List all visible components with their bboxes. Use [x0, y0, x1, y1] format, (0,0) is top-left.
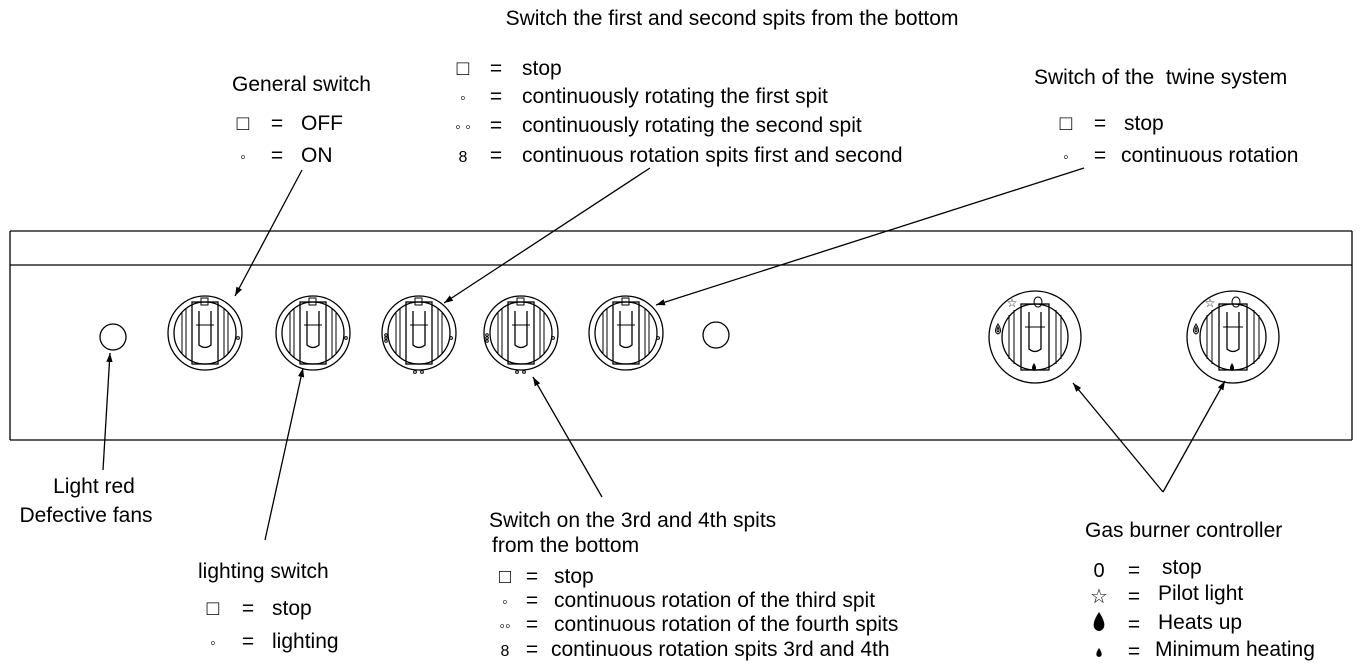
gas-burner-text-1: Pilot light: [1158, 582, 1243, 605]
gas-burner-sep-0: =: [1128, 559, 1140, 582]
spits-3-4-symbol-2: ◦◦: [499, 618, 510, 635]
spits-3-4-sep-3: =: [526, 638, 538, 661]
spits-1-2-symbol-2: ◦ ◦: [455, 119, 471, 136]
twine-system-sep-0: =: [1094, 112, 1106, 135]
spits-3-4-symbol-3: 8: [501, 643, 510, 660]
spits-1-2-sep-1: =: [490, 85, 502, 108]
lighting-switch-title: lighting switch: [198, 560, 329, 583]
general-switch-knob[interactable]: [167, 295, 243, 371]
spits-3-4-text-3: continuous rotation spits 3rd and 4th: [551, 638, 890, 661]
lighting-switch-symbol-0: □: [207, 597, 220, 620]
spits-3-4-text-2: continuous rotation of the fourth spits: [554, 613, 898, 636]
spits-3-4-symbol-0: □: [499, 566, 511, 588]
arrow-lighting-switch: [264, 367, 305, 541]
spits-1-2-symbol-0: □: [457, 57, 470, 80]
gas-burner-sep-3: =: [1128, 640, 1140, 663]
light-red-lamp: [99, 323, 127, 351]
twine-system-sep-1: =: [1094, 144, 1106, 167]
spits-3-4-title-line1: Switch on the 3rd and 4th spits: [489, 509, 776, 532]
lighting-switch-symbol-1: ◦: [210, 635, 216, 652]
spits-3-4-title-line2: from the bottom: [492, 534, 639, 557]
spits-1-2-symbol-1: ◦: [460, 90, 466, 107]
gas-burner-knob-left[interactable]: [988, 290, 1082, 384]
lighting-switch-sep-1: =: [242, 630, 254, 653]
twine-system-symbol-1: ◦: [1063, 149, 1069, 166]
gas-burner-sep-1: =: [1128, 585, 1140, 608]
spits-1-2-sep-3: =: [490, 144, 502, 167]
twine-system-title: Switch of the twine system: [1034, 66, 1287, 89]
indicator-lamp: [702, 321, 730, 349]
minimum-heating-drop-icon: [1096, 648, 1102, 657]
gas-burner-callout: Gas burner controller 0 = stop ☆ = Pilot…: [1085, 519, 1315, 663]
spits-3-4-sep-0: =: [526, 565, 538, 588]
arrow-gas-burner-right: [1162, 380, 1226, 493]
general-switch-title: General switch: [232, 73, 371, 96]
spits-1-2-switch-knob[interactable]: [381, 295, 457, 374]
general-switch-text-1: ON: [301, 144, 333, 167]
general-switch-symbol-0: □: [237, 112, 250, 135]
gas-burner-knob-right[interactable]: [1186, 290, 1280, 384]
spits-1-2-callout: Switch the first and second spits from t…: [455, 7, 958, 167]
lighting-switch-text-0: stop: [272, 597, 312, 620]
arrow-light-red: [102, 352, 113, 471]
spits-3-4-sep-1: =: [526, 589, 538, 612]
twine-system-symbol-0: □: [1060, 112, 1073, 135]
light-red-label: Light red: [53, 475, 135, 498]
spits-3-4-switch-knob[interactable]: [483, 295, 559, 374]
spits-1-2-title: Switch the first and second spits from t…: [506, 7, 959, 30]
gas-burner-text-3: Minimum heating: [1155, 638, 1315, 661]
light-red-callout: Light red Defective fans: [19, 475, 152, 527]
heats-up-drop-icon: [1093, 612, 1105, 631]
lighting-switch-knob[interactable]: [275, 295, 351, 371]
gas-burner-title: Gas burner controller: [1085, 519, 1282, 542]
spits-3-4-symbol-1: ◦: [502, 594, 508, 611]
gas-burner-sep-2: =: [1128, 613, 1140, 636]
general-switch-text-0: OFF: [301, 112, 343, 135]
lighting-switch-text-1: lighting: [272, 630, 339, 653]
twine-system-text-1: continuous rotation: [1121, 144, 1298, 167]
general-switch-sep-1: =: [271, 144, 283, 167]
spits-1-2-text-1: continuously rotating the first spit: [522, 85, 828, 108]
spits-3-4-text-0: stop: [554, 565, 594, 588]
general-switch-callout: General switch □ = OFF ◦ = ON: [232, 73, 371, 167]
twine-system-text-0: stop: [1124, 112, 1164, 135]
control-panel: [9, 230, 1353, 441]
lighting-switch-callout: lighting switch □ = stop ◦ = lighting: [198, 560, 339, 653]
twine-system-switch-knob[interactable]: [588, 295, 664, 371]
spits-3-4-text-1: continuous rotation of the third spit: [554, 589, 875, 612]
general-switch-symbol-1: ◦: [240, 149, 246, 166]
gas-burner-symbol-1: ☆: [1090, 586, 1108, 608]
spits-3-4-sep-2: =: [526, 613, 538, 636]
spits-1-2-text-2: continuously rotating the second spit: [522, 114, 862, 137]
defective-fans-label: Defective fans: [19, 504, 152, 527]
arrow-general-switch: [234, 169, 303, 297]
arrow-spits-3-4: [532, 376, 603, 498]
spits-1-2-text-0: stop: [522, 57, 562, 80]
gas-burner-text-2: Heats up: [1158, 611, 1242, 634]
spits-1-2-text-3: continuous rotation spits first and seco…: [522, 144, 903, 167]
arrow-spits-1-2: [443, 167, 651, 304]
spits-1-2-sep-2: =: [490, 114, 502, 137]
gas-burner-text-0: stop: [1162, 556, 1202, 579]
twine-system-callout: Switch of the twine system □ = stop ◦ = …: [1034, 66, 1298, 167]
spits-1-2-symbol-3: 8: [459, 149, 468, 166]
spits-3-4-callout: Switch on the 3rd and 4th spits from the…: [489, 509, 898, 661]
spits-1-2-sep-0: =: [490, 57, 502, 80]
gas-burner-symbol-0: 0: [1093, 560, 1104, 582]
arrow-gas-burner-left: [1072, 382, 1164, 493]
lighting-switch-sep-0: =: [242, 597, 254, 620]
arrow-twine-system: [655, 167, 1085, 306]
general-switch-sep-0: =: [271, 112, 283, 135]
